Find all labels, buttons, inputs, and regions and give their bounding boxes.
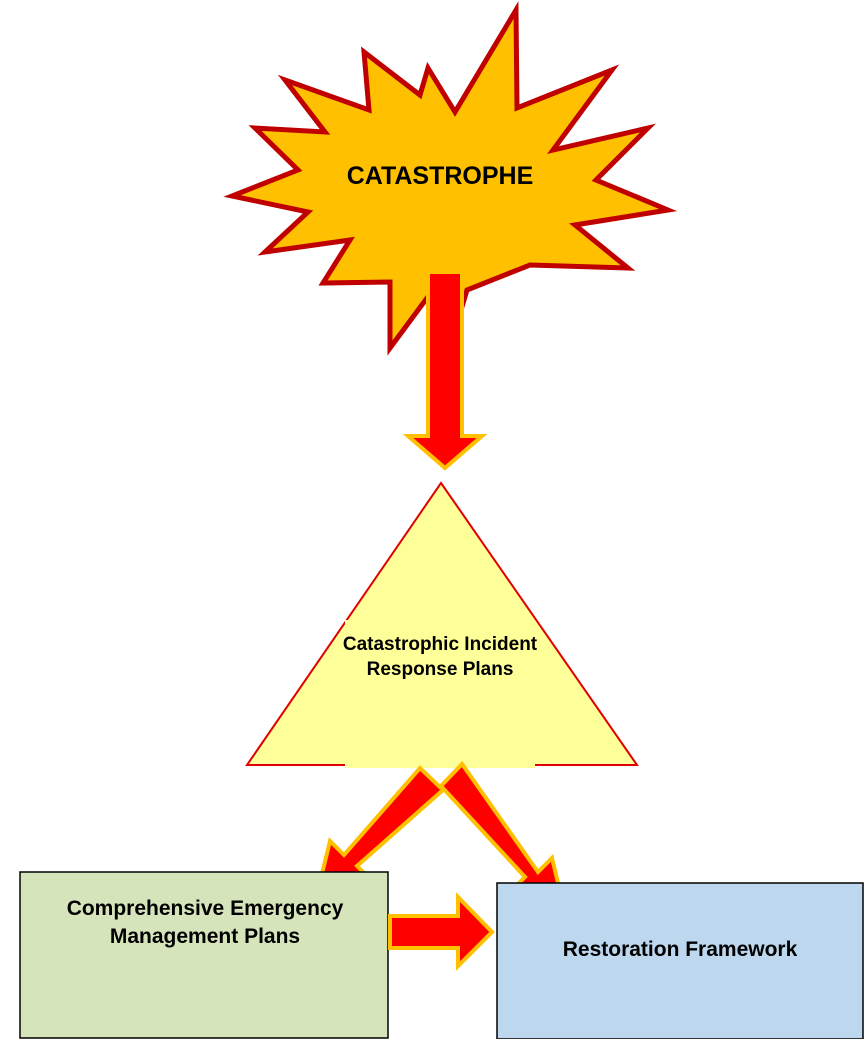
restoration-label: Restoration Framework xyxy=(562,938,798,961)
arrow-emergency-to-restoration xyxy=(388,892,495,971)
arrow-catastrophe-to-response xyxy=(402,270,488,471)
emergency-plans-box xyxy=(19,871,389,1039)
restoration-box xyxy=(496,882,864,1039)
catastrophe-label: CATASTROPHE xyxy=(346,162,534,190)
response-plans-text: Catastrophic Incident Response Plans xyxy=(342,634,538,680)
emergency-plans-label: Comprehensive Emergency Management Plans xyxy=(22,895,388,951)
response-plans-label: Catastrophic Incident Response Plans xyxy=(340,632,540,682)
emergency-plans-text: Comprehensive Emergency Management Plans xyxy=(66,897,344,948)
catastrophe-starburst xyxy=(223,1,678,356)
triangle-text-backdrop xyxy=(345,620,535,768)
